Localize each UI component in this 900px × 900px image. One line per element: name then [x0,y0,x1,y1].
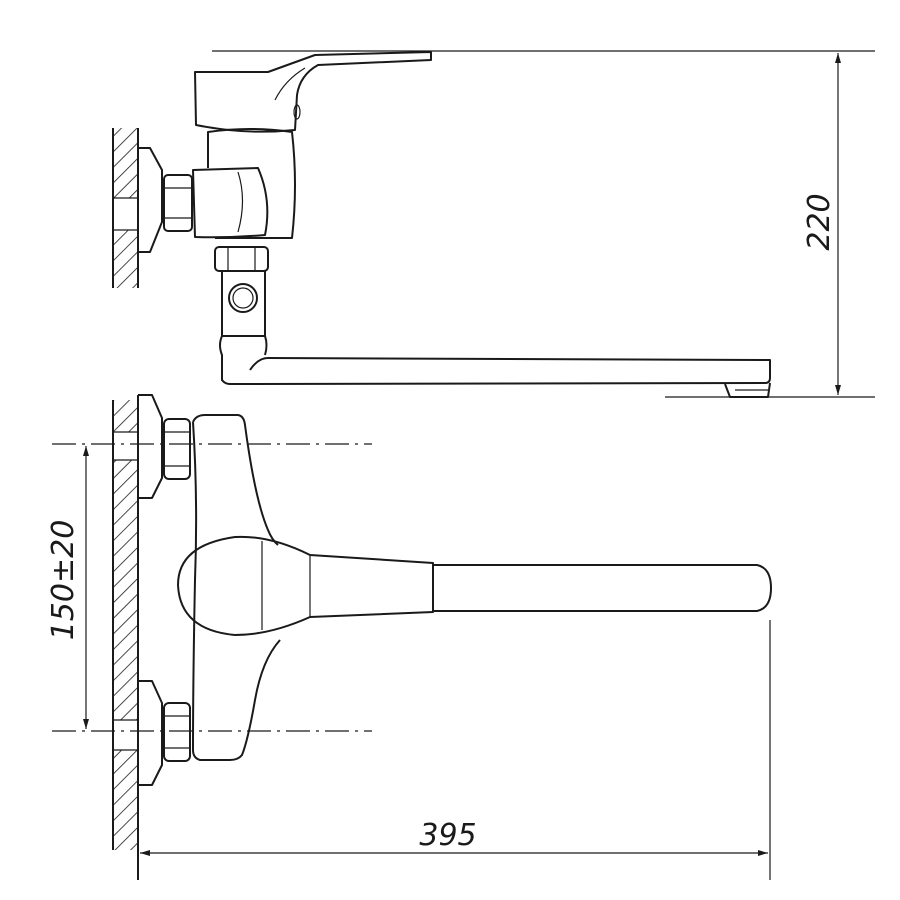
lower-nut [214,246,269,272]
dimension-height: 220 [212,50,875,398]
escutcheon-upper [138,394,163,499]
spout-front [433,564,772,612]
escutcheon [137,147,163,253]
aerator [724,382,771,398]
spout-swivel [219,270,771,385]
side-view: 220 [112,50,875,398]
dimension-mount-spacing: 150±20 [46,446,89,729]
wall-section-bottom [112,395,139,880]
mixer-body [207,128,296,239]
dimension-reach-label: 395 [419,818,476,853]
hex-nut-lower [163,702,191,762]
front-view: 150±20 395 [46,394,772,880]
dimension-reach: 395 [140,620,771,880]
hex-nut [163,174,193,232]
hex-nut-upper [163,418,191,480]
wall-section-top [112,128,139,288]
dimension-mount-spacing-label: 150±20 [46,520,81,641]
dimension-height-label: 220 [802,193,837,250]
lever-handle [194,51,432,133]
escutcheon-lower [138,680,163,786]
mixer-body-front [192,414,281,761]
lever-front [177,535,434,636]
connector-housing [192,167,269,239]
